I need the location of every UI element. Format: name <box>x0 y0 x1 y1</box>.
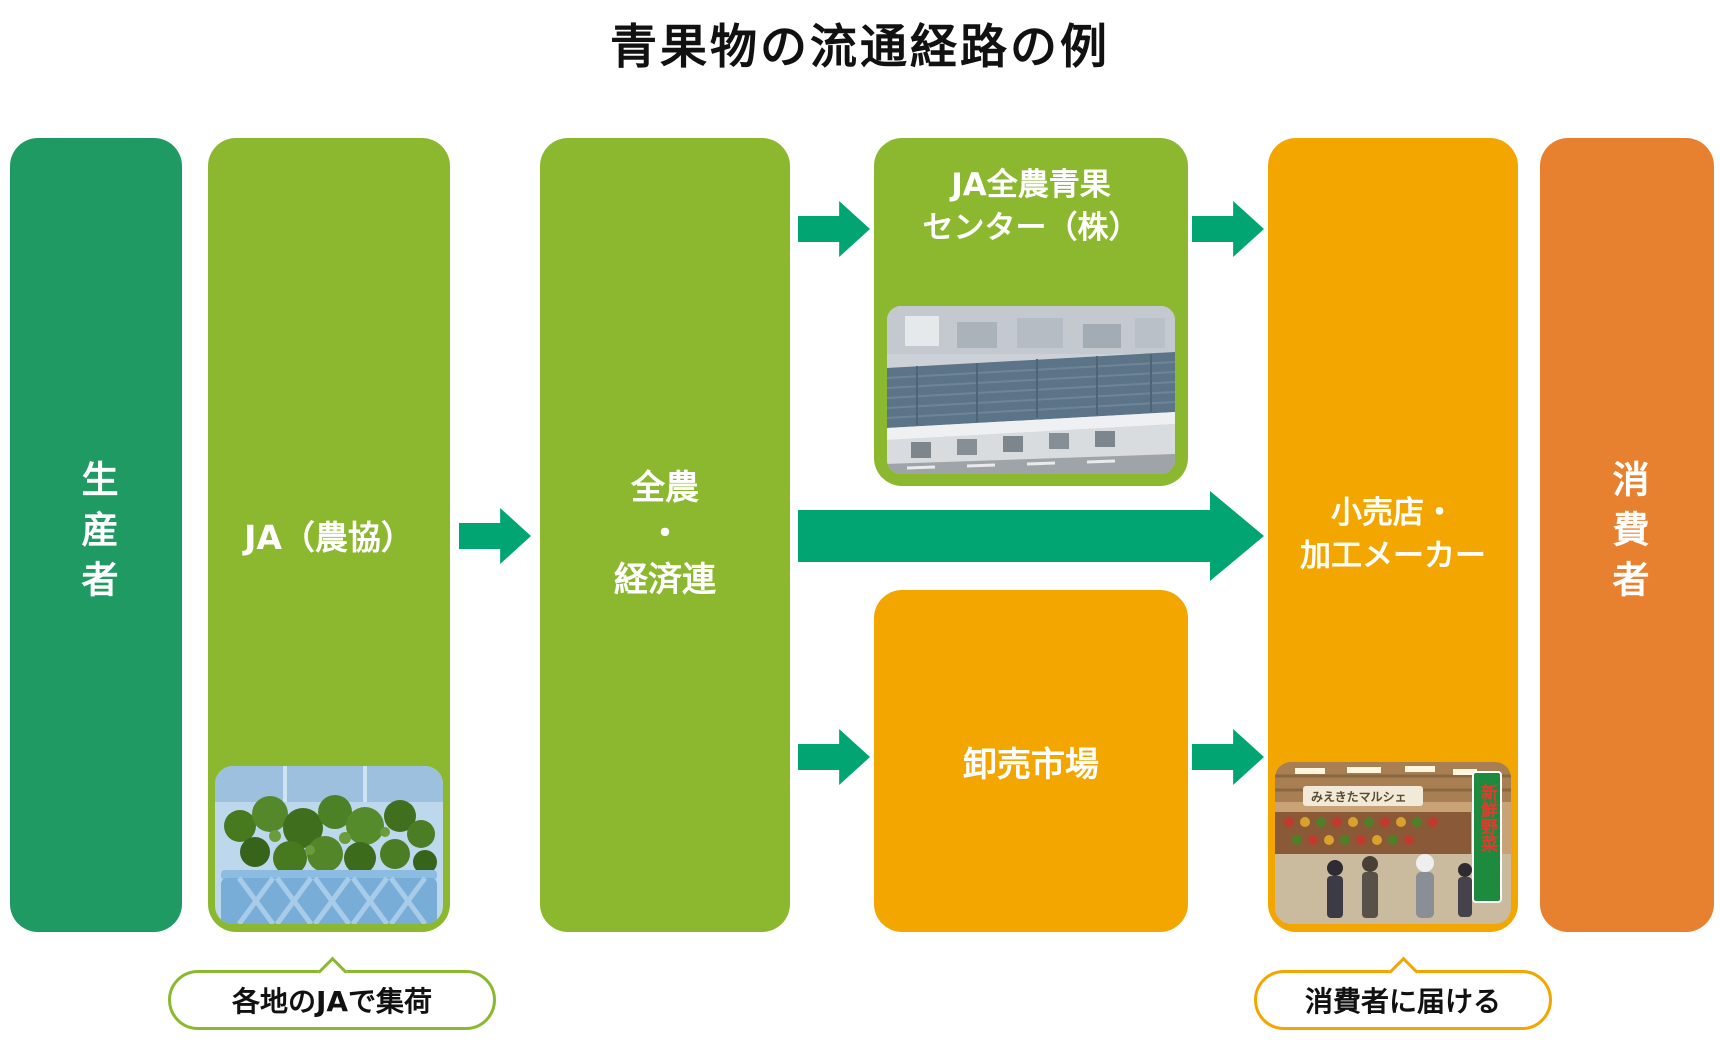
broccoli-crates-photo <box>215 766 443 924</box>
arrow-zennoh-to-wholesale <box>798 727 870 787</box>
node-wholesale: 卸売市場 <box>874 590 1188 932</box>
supermarket-photo-art: みえきたマルシェ 新鮮野菜 <box>1275 762 1511 924</box>
ja-label: JA（農協） <box>244 518 414 557</box>
callout-ja-collection: 各地のJAで集荷 <box>168 956 496 1030</box>
ja-center-line2: センター（株） <box>922 210 1140 247</box>
node-producer: 生産者 <box>10 138 182 932</box>
zennoh-label: 全農 ・ 経済連 <box>614 466 716 604</box>
consumer-label: 消費者 <box>1606 460 1649 610</box>
zennoh-line2: ・ <box>648 514 682 555</box>
zennoh-line3: 経済連 <box>614 559 716 600</box>
ja-center-label: JA全農青果 センター（株） <box>874 164 1188 251</box>
callout-ja-collection-text: 各地のJAで集荷 <box>231 985 433 1018</box>
arrow-center-to-retail <box>1192 199 1264 259</box>
retail-label: 小売店・ 加工メーカー <box>1300 492 1486 579</box>
ja-center-building-photo <box>887 306 1175 474</box>
arrow-ja-to-zennoh <box>459 506 531 566</box>
node-ja-center: JA全農青果 センター（株） <box>874 138 1188 486</box>
arrow-wholesale-to-retail <box>1192 727 1264 787</box>
arrow-right-icon <box>1192 201 1264 257</box>
callout-deliver: 消費者に届ける <box>1254 956 1552 1030</box>
retail-line2: 加工メーカー <box>1300 538 1486 574</box>
factory-photo-art <box>887 306 1175 474</box>
producer-label: 生産者 <box>75 460 118 610</box>
node-consumer: 消費者 <box>1540 138 1714 932</box>
diagram-title: 青果物の流通経路の例 <box>610 20 1110 75</box>
broccoli-photo-art <box>215 766 443 924</box>
fresh-vegetables-banner-text: 新鮮野菜 <box>1477 783 1499 853</box>
zennoh-line1: 全農 <box>631 468 699 509</box>
wholesale-label: 卸売市場 <box>963 744 1099 785</box>
node-ja: JA（農協） <box>208 138 450 932</box>
arrow-right-icon <box>798 729 870 785</box>
arrow-zennoh-to-center <box>798 199 870 259</box>
retail-line1: 小売店・ <box>1331 494 1455 531</box>
arrow-right-long-icon <box>798 491 1264 581</box>
arrow-zennoh-to-retail <box>798 491 1264 581</box>
arrow-right-icon <box>1192 729 1264 785</box>
ja-center-line1: JA全農青果 <box>951 167 1111 203</box>
callout-deliver-text: 消費者に届ける <box>1304 985 1501 1018</box>
arrow-right-icon <box>798 201 870 257</box>
node-retail: 小売店・ 加工メーカー みえきたマルシェ <box>1268 138 1518 932</box>
supermarket-photo: みえきたマルシェ 新鮮野菜 <box>1275 762 1511 924</box>
arrow-right-icon <box>459 508 531 564</box>
market-sign-text: みえきたマルシェ <box>1311 790 1407 804</box>
node-zennoh: 全農 ・ 経済連 <box>540 138 790 932</box>
